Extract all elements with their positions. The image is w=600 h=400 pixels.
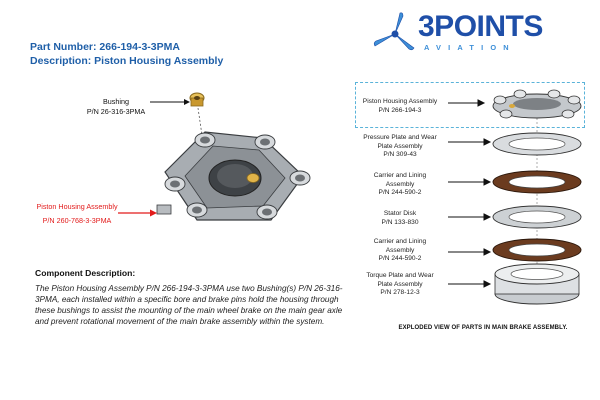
exploded-piston-housing (492, 89, 582, 119)
bushing-part (189, 92, 205, 107)
item-label-2: Pressure Plate and Wear Plate Assembly P… (363, 134, 437, 159)
component-title: Component Description: (35, 268, 136, 278)
exploded-carrier-lining-1 (492, 170, 582, 194)
logo-subtitle: AVIATION (424, 43, 516, 52)
bushing-name: Bushing (103, 97, 129, 106)
exploded-pressure-plate (492, 132, 582, 156)
bushing-label: Bushing P/N 26-316-3PMA (86, 97, 146, 117)
highlight-frame (355, 82, 585, 128)
description: Description: Piston Housing Assembly (30, 55, 224, 67)
piston-housing-image (156, 92, 311, 221)
housing-label: Piston Housing Assembly P/N 260-768-3-3P… (28, 202, 126, 226)
item-label-4: Stator Disk P/N 133-830 (381, 210, 419, 226)
exploded-torque-plate (494, 263, 580, 305)
exploded-view-drawing (448, 89, 582, 305)
housing-arrow (118, 209, 157, 217)
housing-name: Piston Housing Assembly (36, 202, 118, 211)
exploded-carrier-lining-2 (492, 238, 582, 262)
item-label-1: Piston Housing Assembly P/N 266-194-3 (362, 98, 438, 114)
component-body: The Piston Housing Assembly P/N 266-194-… (35, 284, 343, 326)
item-label-3: Carrier and Lining Assembly P/N 244-590-… (373, 172, 427, 197)
part-number: Part Number: 266-194-3-3PMA (30, 41, 180, 53)
bushing-pn: P/N 26-316-3PMA (86, 107, 146, 116)
housing-pn: P/N 260-768-3-3PMA (42, 216, 112, 225)
exploded-caption: EXPLODED VIEW OF PARTS IN MAIN BRAKE ASS… (398, 325, 568, 331)
exploded-stator-disk (492, 205, 582, 229)
bushing-arrow (150, 99, 190, 105)
logo-wordmark: 3POINTS (418, 10, 543, 43)
propeller-icon (370, 10, 420, 58)
item-label-5: Carrier and Lining Assembly P/N 244-590-… (373, 238, 427, 263)
item-label-6: Torque Plate and Wear Plate Assembly P/N… (366, 272, 434, 297)
